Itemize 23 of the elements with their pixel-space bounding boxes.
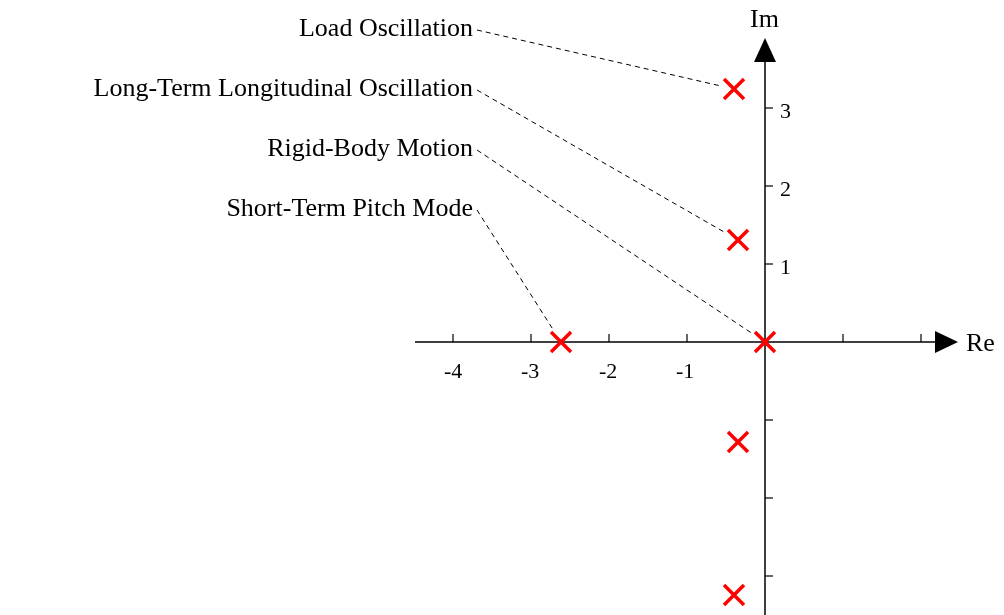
mode-label: Load Oscillation: [299, 13, 473, 43]
tick-label: 1: [780, 253, 791, 281]
axis-label: Re: [966, 328, 995, 358]
pole-marker: [721, 76, 747, 102]
axis-label: Im: [750, 4, 779, 34]
mode-label: Long-Term Longitudinal Oscillation: [93, 73, 473, 103]
pole-marker: [725, 429, 751, 455]
mode-label: Rigid-Body Motion: [267, 133, 473, 163]
leader-line: [476, 29, 722, 87]
tick-label: -1: [676, 357, 695, 385]
leader-line: [476, 89, 726, 234]
tick-label: -4: [444, 357, 463, 385]
pole-marker: [548, 329, 574, 355]
pole-marker: [721, 582, 747, 608]
pole-marker: [752, 329, 778, 355]
pole-marker: [725, 227, 751, 253]
mode-label: Short-Term Pitch Mode: [226, 193, 473, 223]
tick-label: 3: [780, 97, 791, 125]
tick-label: -2: [599, 357, 618, 385]
tick-label: 2: [780, 175, 791, 203]
leader-line: [476, 149, 753, 334]
tick-label: -3: [521, 357, 540, 385]
leader-line: [476, 209, 554, 330]
